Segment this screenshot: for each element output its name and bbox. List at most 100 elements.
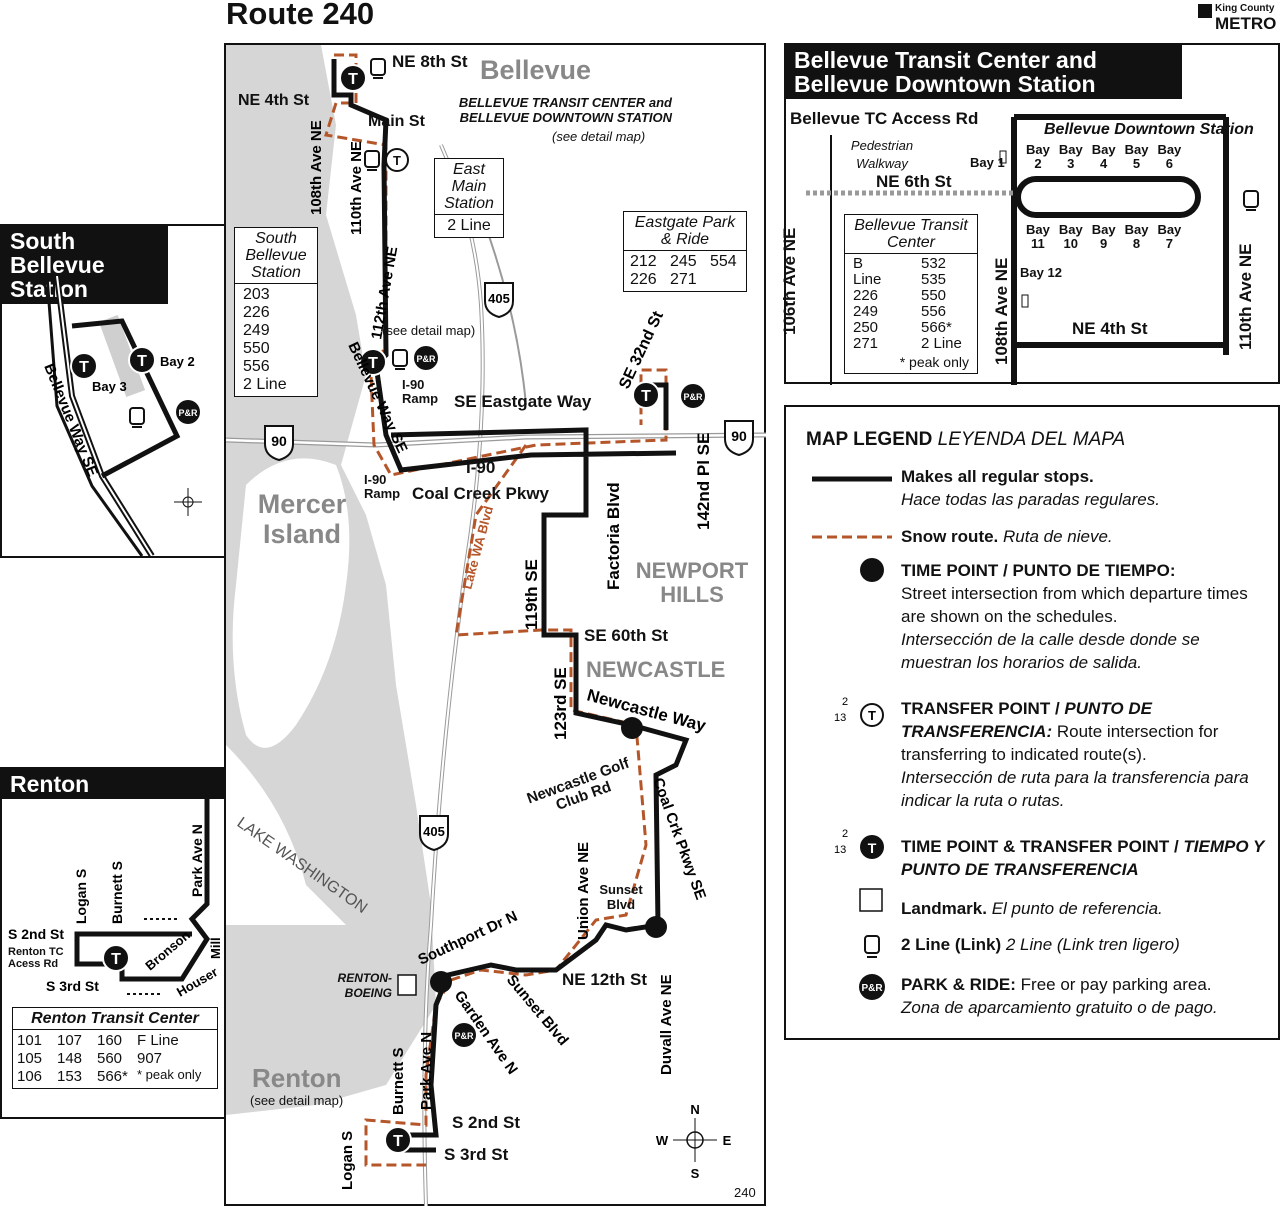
callout-btc-see: (see detail map) <box>552 129 646 144</box>
legend-item-regular: Makes all regular stops.Hace todas las p… <box>901 465 1268 511</box>
label-duvall: Duvall Ave NE <box>658 974 675 1075</box>
label-factoria: Factoria Blvd <box>604 482 623 590</box>
label-sunset1: Sunset Blvd <box>599 882 643 912</box>
legend-item-timepoint: TIME POINT / PUNTO DE TIEMPO:Street inte… <box>901 559 1268 674</box>
btc-tc-route: 550 <box>921 287 947 304</box>
btc-bay-word: Bay <box>1058 222 1083 237</box>
legend-text: Intersección de la calle desde donde se … <box>901 630 1200 672</box>
metro-logo: King County METRO <box>1198 2 1278 33</box>
metro-logo-mark <box>1198 4 1212 18</box>
legend-text: Intersección de ruta para la transferenc… <box>901 768 1249 810</box>
svg-text:T: T <box>348 71 358 88</box>
legend-park-ride: P&R <box>859 974 885 1000</box>
renton-tc-table: Renton Transit Center 101 107 160 F Line… <box>12 1007 218 1089</box>
renton-logan: Logan S <box>73 869 89 924</box>
renton-route: 106 <box>17 1068 43 1085</box>
label-i90ramp1: I-90 Ramp <box>402 377 439 406</box>
legend-landmark <box>859 888 883 912</box>
park-ride-eastgate: P&R <box>681 384 705 408</box>
sbs-bay2: Bay 2 <box>160 354 195 369</box>
legend-title: MAP LEGEND LEYENDA DEL MAPA <box>806 429 1125 451</box>
btc-bay-word: Bay <box>1058 142 1083 157</box>
label-142nd: 142nd Pl SE <box>694 433 713 530</box>
label-i90: I-90 <box>466 458 496 477</box>
renton-route: 160 <box>97 1032 123 1049</box>
legend-item-landmark: Landmark. El punto de referencia. <box>901 897 1268 920</box>
btc-bay-num: 3 <box>1067 156 1075 171</box>
legend-item-transfer: TRANSFER POINT / PUNTO DE TRANSFERENCIA:… <box>901 697 1268 812</box>
sbs-park-ride: P&R <box>176 400 200 424</box>
btc-tc-route: B <box>853 255 864 272</box>
south-bellevue-box: South Bellevue Station 203 226 249 550 5… <box>234 227 318 397</box>
legend-text: 2 Line (Link) <box>901 935 1002 954</box>
legend-transfer-point: T <box>860 703 884 727</box>
svg-text:T: T <box>868 708 876 723</box>
btc-bay-num: 6 <box>1165 156 1173 171</box>
btc-bay-num: 10 <box>1063 236 1079 251</box>
legend-item-snow: Snow route. Ruta de nieve. <box>901 525 1268 548</box>
renton-park: Park Ave N <box>189 824 205 897</box>
label-lake-wa: Lake WA Blvd <box>459 504 496 591</box>
renton-route: F Line <box>137 1032 179 1049</box>
legend-text: Ruta de nieve. <box>1003 527 1113 546</box>
renton-route: 153 <box>57 1068 83 1085</box>
legend-text: Zona de aparcamiento gratuito o de pago. <box>901 998 1218 1017</box>
time-transfer-renton: T <box>384 1126 412 1154</box>
btc-bay1-marker <box>999 150 1007 164</box>
sbs-platform <box>98 314 146 398</box>
btc-tc-title: Bellevue Transit Center <box>845 215 977 254</box>
renton-houser: Houser <box>174 964 220 999</box>
btc-tc-route: 532 <box>921 255 947 272</box>
main-map: T T T T T P&R P&R P&R 405 405 90 90 N S … <box>224 43 766 1206</box>
renton-s2nd: S 2nd St <box>8 926 64 942</box>
btc-tc-route: 535 <box>921 271 947 288</box>
label-ne8th: NE 8th St <box>392 52 468 71</box>
btc-panel-title: Bellevue Transit Center and Bellevue Dow… <box>786 45 1182 99</box>
compass-n: N <box>690 1102 699 1117</box>
label-108th: 108th Ave NE <box>308 120 325 215</box>
btc-bay-word: Bay <box>1157 142 1182 157</box>
eastgate-route: 226 <box>630 271 657 288</box>
callout-btc: BELLEVUE TRANSIT CENTER and BELLEVUE DOW… <box>458 95 672 125</box>
btc-tc-routes: B 532 Line 535 226 550 249 556 250 566* … <box>845 254 977 354</box>
svg-text:T: T <box>137 353 147 370</box>
svg-text:T: T <box>79 359 89 376</box>
legend-time-transfer-sample-a: 2 <box>842 828 848 840</box>
compass-w: W <box>656 1133 669 1148</box>
renton-s3rd: S 3rd St <box>46 978 99 994</box>
sbs-compass <box>174 488 202 516</box>
map-number: 240 <box>734 1185 756 1200</box>
label-123rd: 123rd SE <box>551 667 570 740</box>
legend-transfer-sample-b: 13 <box>834 712 846 724</box>
eastgate-route: 554 <box>710 253 737 270</box>
sbs-road-west <box>45 276 144 556</box>
area-newport-hills: NEWPORT HILLS <box>635 558 749 607</box>
btc-106-label: 106th Ave NE <box>780 227 799 335</box>
train-icon-bellevue <box>370 58 386 79</box>
label-coal-creek: Coal Creek Pkwy <box>412 484 550 503</box>
route-title: Route 240 <box>226 0 375 31</box>
svg-text:P&R: P&R <box>416 354 436 364</box>
time-point-coal-creek <box>645 916 667 938</box>
eastgate-route: 212 <box>630 253 657 270</box>
label-park: Park Ave N <box>418 1032 435 1110</box>
sbs-panel-title: South Bellevue Station <box>2 226 168 304</box>
svg-text:T: T <box>393 1133 403 1150</box>
btc-bay-num: 11 <box>1031 236 1045 251</box>
renton-tc-label: Renton TC Acess Rd <box>8 946 64 970</box>
time-transfer-eastgate: T <box>632 381 660 409</box>
btc-bay-word: Bay <box>1026 142 1050 157</box>
label-burnett: Burnett S <box>390 1048 407 1116</box>
renton-mill: Mill <box>208 937 223 959</box>
i405-shield-north-text: 405 <box>488 291 510 306</box>
btc-ne4th-label: NE 4th St <box>1072 319 1148 338</box>
label-eastgate: SE Eastgate Way <box>454 392 592 411</box>
renton-note: * peak only <box>137 1067 202 1082</box>
legend-transfer-sample-a: 2 <box>842 696 848 708</box>
legend-text: Makes all regular stops. <box>901 467 1094 486</box>
